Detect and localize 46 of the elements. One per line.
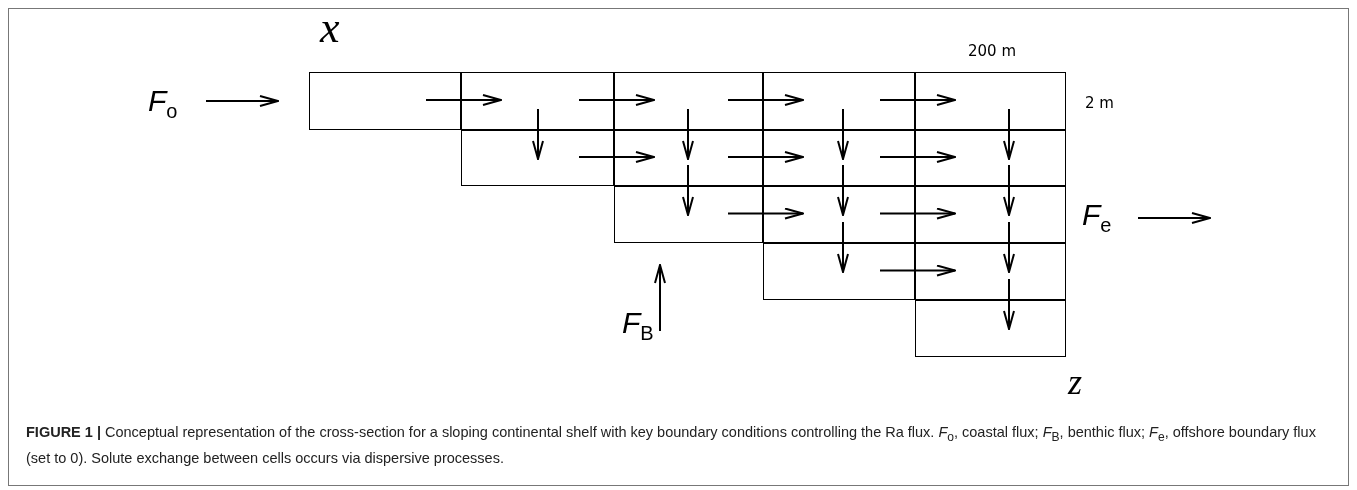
- arrow: [682, 164, 694, 216]
- grid-cell: [461, 130, 614, 186]
- figure-caption: FIGURE 1 | Conceptual representation of the cross-section for a sloping continental shelf with key boundary conditions controlling the Ra flux. F$_{o}$, coastal flux; F$_{B}$, benthic flux; F$_{e}$, offshore boundary flux (set to 0). Solute exchange between cells occurs via dispersive processes.: [26, 423, 1317, 468]
- grid-cell: [915, 300, 1066, 357]
- arrow: [578, 94, 655, 106]
- coastal-flux-label: F$_{o}$: [148, 84, 178, 128]
- dimension-label: 2 m: [1085, 94, 1114, 112]
- grid-cell: [763, 130, 915, 186]
- grid-cell: [309, 72, 461, 130]
- arrow: [532, 108, 544, 160]
- grid-cell: [614, 186, 763, 243]
- arrow: [654, 264, 666, 332]
- grid-cell: [614, 130, 763, 186]
- arrow: [879, 207, 956, 220]
- arrow: [425, 94, 502, 106]
- arrow: [837, 221, 849, 273]
- arrow: [727, 94, 804, 106]
- arrow: [879, 94, 956, 106]
- arrow: [1003, 108, 1015, 160]
- grid-cell: [915, 130, 1066, 186]
- grid-cell: [915, 243, 1066, 300]
- grid-cell: [614, 72, 763, 130]
- arrow: [1137, 212, 1211, 224]
- grid-cell: [763, 243, 915, 300]
- grid-cell: [915, 72, 1066, 130]
- grid-cell: [763, 72, 915, 130]
- arrow: [879, 264, 956, 277]
- dimension-label: 200 m: [968, 42, 1016, 60]
- offshore-flux-label: F$_{e}$: [1082, 198, 1112, 242]
- arrow: [727, 207, 804, 220]
- arrow: [205, 95, 279, 107]
- arrow: [879, 151, 956, 163]
- grid-cell: [763, 186, 915, 243]
- arrow: [682, 108, 694, 160]
- arrow: [1003, 221, 1015, 273]
- grid-cell: [461, 72, 614, 130]
- arrow: [578, 151, 655, 163]
- arrow: [1003, 278, 1015, 330]
- arrow: [837, 164, 849, 216]
- arrow: [1003, 164, 1015, 216]
- arrow: [837, 108, 849, 160]
- grid-cell: [915, 186, 1066, 243]
- benthic-flux-label: F$_{B}$: [622, 306, 654, 350]
- axis-label: x: [320, 4, 340, 52]
- axis-label: z: [1068, 362, 1082, 402]
- arrow: [727, 151, 804, 163]
